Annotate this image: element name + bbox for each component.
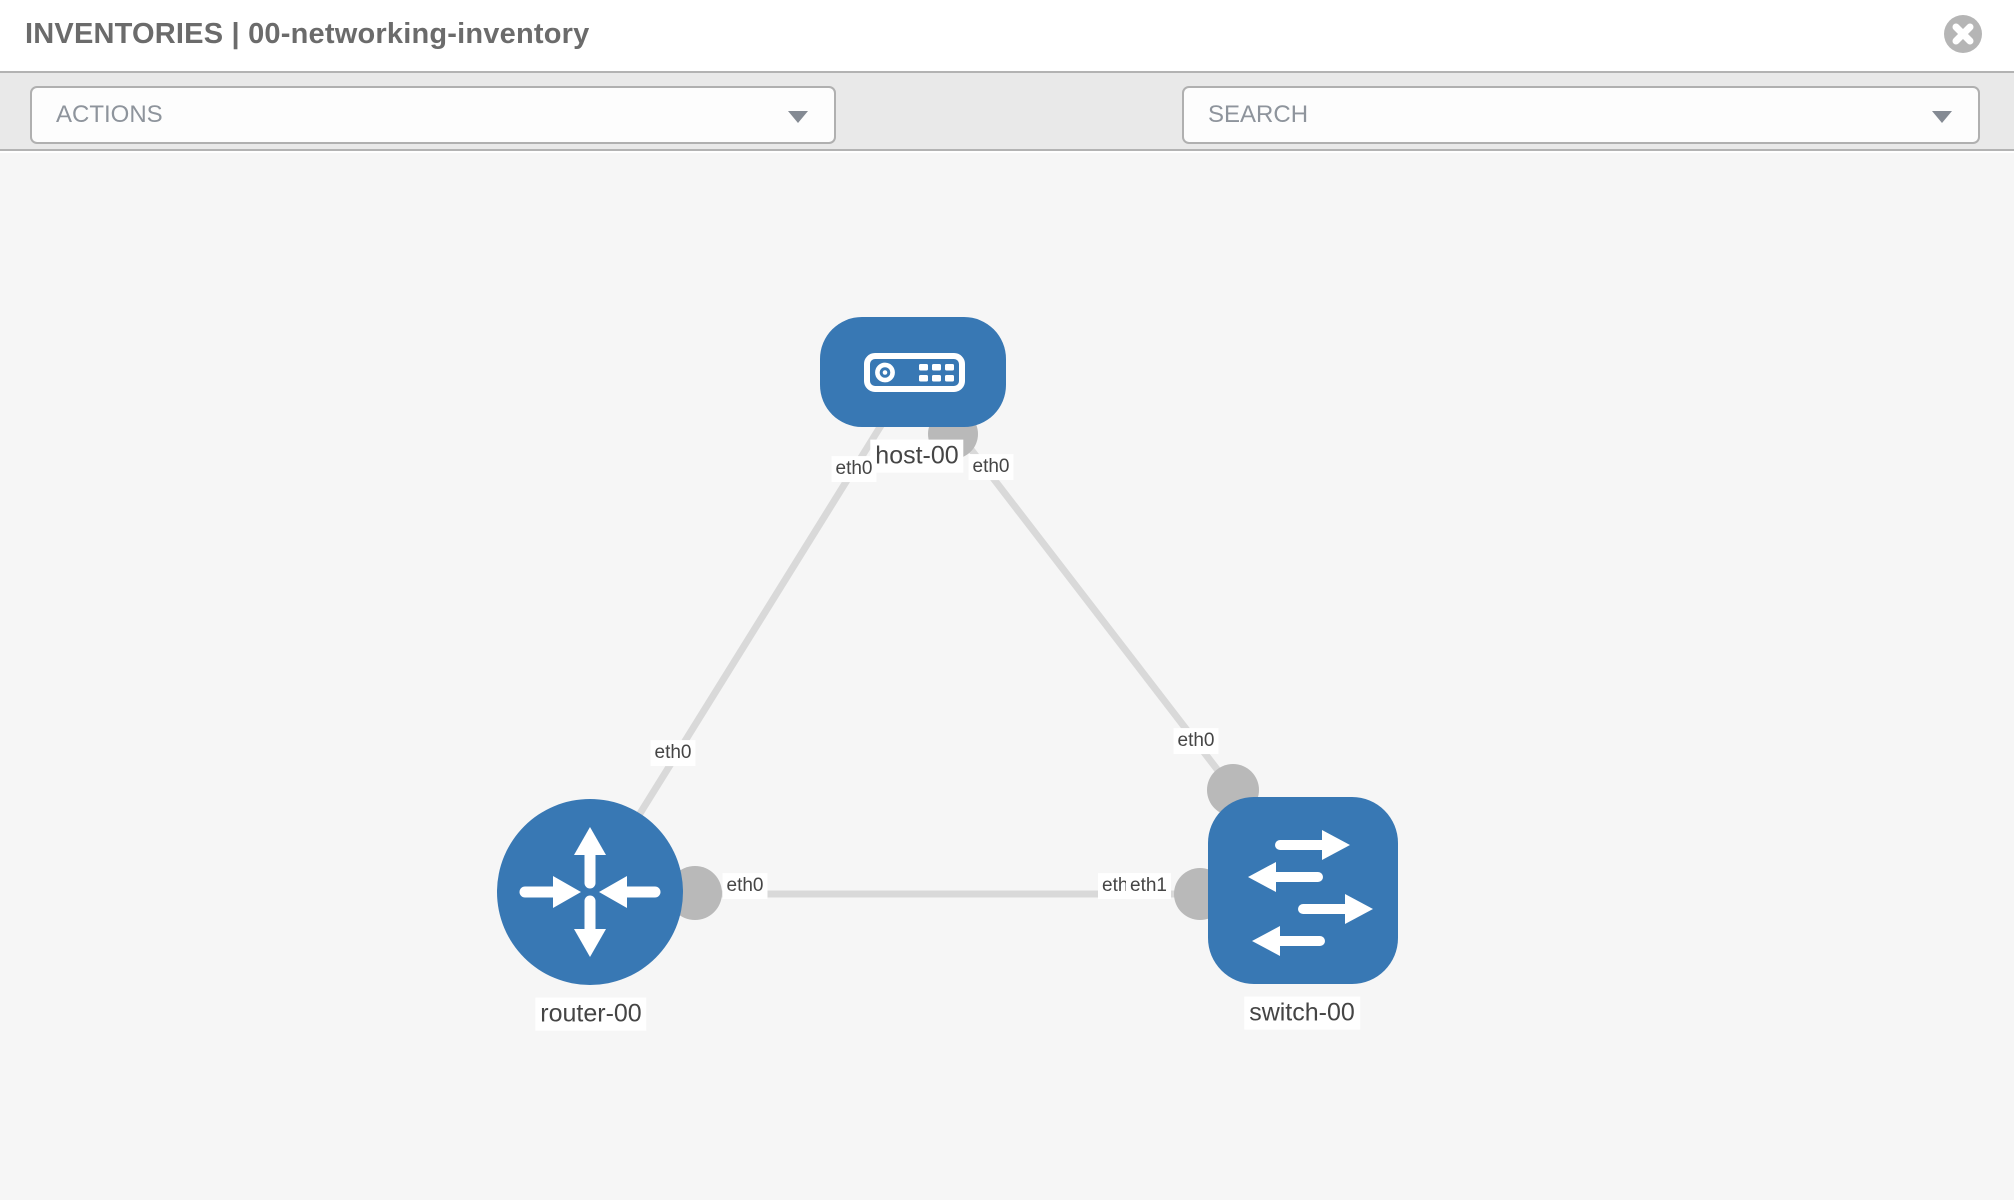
actions-dropdown-label: ACTIONS bbox=[56, 101, 163, 128]
node-host[interactable] bbox=[820, 317, 1006, 427]
node-label-router[interactable]: router-00 bbox=[535, 997, 647, 1031]
interface-label-router-eth0-right: eth0 bbox=[722, 873, 768, 899]
chevron-down-icon bbox=[1932, 111, 1952, 123]
node-router[interactable] bbox=[497, 799, 683, 985]
toolbar: ACTIONS SEARCH bbox=[0, 71, 2014, 202]
topology-links-layer bbox=[587, 371, 1259, 920]
actions-dropdown[interactable]: ACTIONS bbox=[30, 86, 836, 144]
search-dropdown-label: SEARCH bbox=[1208, 101, 1309, 128]
interface-label-host-eth0-left: eth0 bbox=[831, 456, 877, 482]
interface-label-host-eth0-right: eth0 bbox=[968, 454, 1014, 480]
node-switch[interactable] bbox=[1208, 797, 1398, 984]
page-title: INVENTORIES | 00-networking-inventory bbox=[25, 18, 590, 50]
node-label-switch[interactable]: switch-00 bbox=[1244, 996, 1360, 1030]
interface-label-switch-eth1: eth1 bbox=[1126, 873, 1171, 899]
search-dropdown[interactable]: SEARCH bbox=[1182, 86, 1980, 144]
interface-label-router-eth0-uplink: eth0 bbox=[650, 740, 696, 766]
node-label-host[interactable]: host-00 bbox=[870, 439, 964, 473]
close-button[interactable] bbox=[1944, 15, 1982, 53]
chevron-down-icon bbox=[788, 111, 808, 123]
topology-canvas[interactable]: host-00 router-00 switch-00 eth0 eth0 et… bbox=[0, 153, 2014, 1200]
title-bar: INVENTORIES | 00-networking-inventory bbox=[0, 0, 2014, 71]
interface-label-switch-eth0-uplink: eth0 bbox=[1173, 728, 1219, 754]
